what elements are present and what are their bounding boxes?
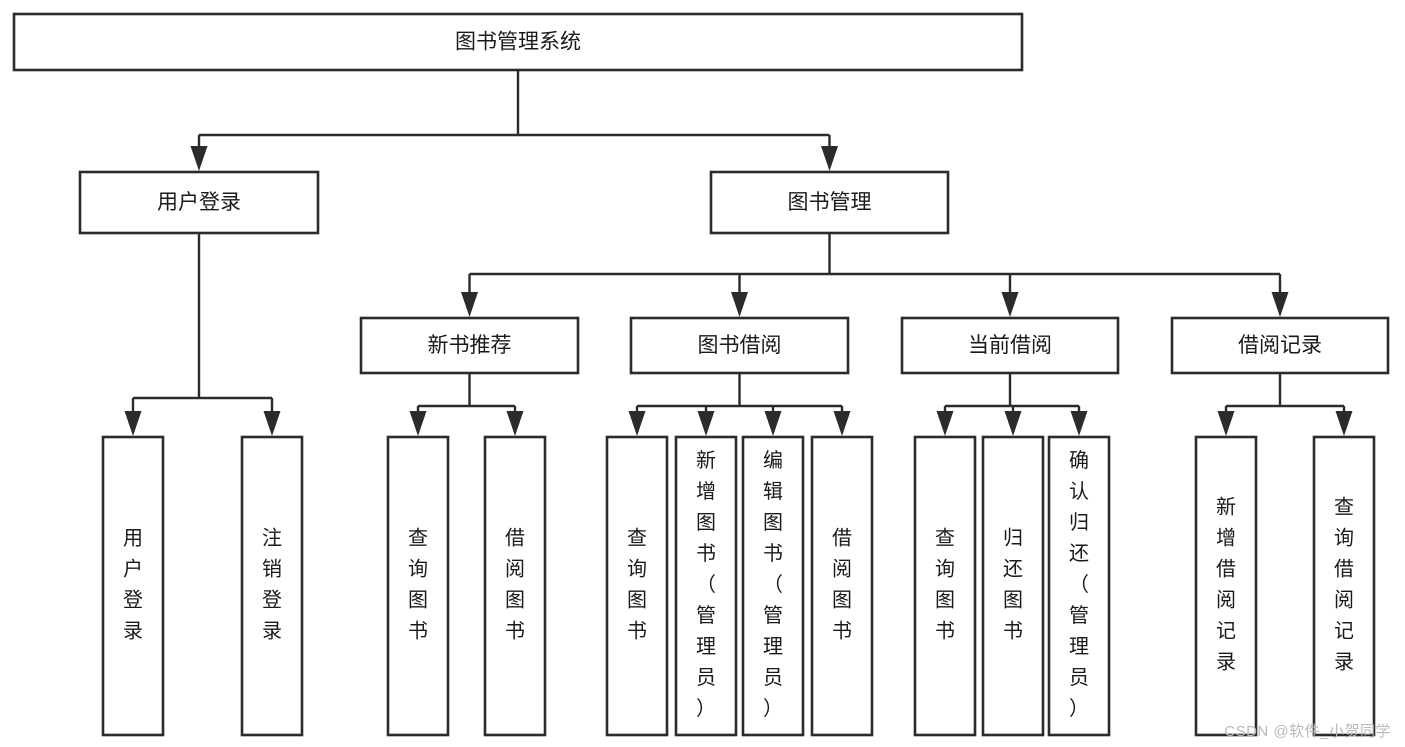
node-label: 图书借阅 — [698, 334, 782, 357]
arrow-head-icon — [124, 411, 142, 436]
arrow-head-icon — [263, 411, 281, 436]
node-box — [1312, 435, 1376, 737]
node-borrow-record[interactable]: 借阅记录 — [1170, 316, 1390, 375]
node-box — [981, 435, 1045, 737]
node-label: 归还图书 — [1003, 527, 1023, 643]
node-box — [709, 170, 950, 235]
arrow-head-icon — [731, 292, 748, 317]
connector-group — [409, 373, 524, 436]
node-leaf-rec-add-record[interactable]: 新增借阅记录 — [1194, 435, 1258, 737]
node-label: 新增图书（管理员） — [696, 449, 716, 720]
arrow-head-icon — [764, 411, 782, 436]
arrow-head-icon — [1335, 411, 1353, 436]
node-label: 借阅记录 — [1238, 334, 1322, 357]
edges-layer — [124, 70, 1353, 436]
node-leaf-logout[interactable]: 注销登录 — [240, 435, 304, 737]
node-leaf-cur-confirm-return[interactable]: 确认归还（管理员） — [1047, 435, 1111, 737]
node-box — [359, 316, 580, 375]
connector-group — [190, 70, 838, 171]
connector-group — [1217, 373, 1353, 436]
connector-group — [461, 233, 1289, 317]
node-leaf-rec-query-book[interactable]: 查询图书 — [386, 435, 450, 737]
csdn-watermark: CSDN @软件_小贺同学 — [1224, 723, 1391, 740]
node-label: 当前借阅 — [968, 334, 1052, 357]
node-current-borrow[interactable]: 当前借阅 — [900, 316, 1120, 375]
connector-group — [936, 373, 1088, 436]
arrow-head-icon — [409, 411, 427, 436]
node-leaf-borrow-add-book[interactable]: 新增图书（管理员） — [674, 435, 738, 737]
node-label: 编辑图书（管理员） — [763, 449, 783, 720]
node-box — [741, 435, 805, 737]
node-box — [483, 435, 547, 737]
connector-group — [124, 233, 281, 436]
node-leaf-borrow-edit-book[interactable]: 编辑图书（管理员） — [741, 435, 805, 737]
node-leaf-borrow-query-book[interactable]: 查询图书 — [605, 435, 669, 737]
nodes-layer: 图书管理系统用户登录图书管理新书推荐图书借阅当前借阅借阅记录用户登录注销登录查询… — [12, 12, 1390, 737]
node-box — [1047, 435, 1111, 737]
node-label: 借阅图书 — [832, 527, 852, 643]
node-box — [386, 435, 450, 737]
node-box — [810, 435, 874, 737]
node-box — [913, 435, 977, 737]
node-box — [900, 316, 1120, 375]
node-label: 图书管理 — [788, 191, 872, 214]
arrow-head-icon — [833, 411, 851, 436]
node-label: 新增借阅记录 — [1216, 496, 1236, 674]
node-box — [78, 170, 320, 235]
node-box — [12, 12, 1024, 72]
node-leaf-borrow-borrow-book[interactable]: 借阅图书 — [810, 435, 874, 737]
node-label: 借阅图书 — [505, 527, 525, 643]
node-leaf-rec-query-record[interactable]: 查询借阅记录 — [1312, 435, 1376, 737]
node-box — [1170, 316, 1390, 375]
node-new-book-rec[interactable]: 新书推荐 — [359, 316, 580, 375]
node-box — [240, 435, 304, 737]
arrow-head-icon — [697, 411, 715, 436]
node-book-borrow[interactable]: 图书借阅 — [629, 316, 850, 375]
arrow-head-icon — [821, 146, 838, 171]
node-leaf-user-login[interactable]: 用户登录 — [101, 435, 165, 737]
connector-group — [628, 373, 851, 436]
node-label: 用户登录 — [157, 191, 241, 214]
node-box — [629, 316, 850, 375]
node-box — [1194, 435, 1258, 737]
node-label: 用户登录 — [123, 528, 143, 643]
node-user-login[interactable]: 用户登录 — [78, 170, 320, 235]
node-leaf-rec-borrow-book[interactable]: 借阅图书 — [483, 435, 547, 737]
node-leaf-cur-return-book[interactable]: 归还图书 — [981, 435, 1045, 737]
arrow-head-icon — [1001, 292, 1019, 317]
arrow-head-icon — [936, 411, 954, 436]
arrow-head-icon — [190, 146, 208, 171]
node-label: 注销登录 — [262, 527, 282, 643]
node-root[interactable]: 图书管理系统 — [12, 12, 1024, 72]
node-box — [674, 435, 738, 737]
node-label: 查询图书 — [935, 527, 955, 643]
node-leaf-cur-query-book[interactable]: 查询图书 — [913, 435, 977, 737]
arrow-head-icon — [1271, 292, 1289, 317]
node-box — [605, 435, 669, 737]
arrow-head-icon — [506, 411, 524, 436]
node-label: 查询图书 — [627, 527, 647, 643]
arrow-head-icon — [461, 292, 478, 317]
node-label: 确认归还（管理员） — [1069, 449, 1089, 720]
node-box — [101, 435, 165, 737]
node-label: 查询借阅记录 — [1334, 496, 1354, 674]
arrow-head-icon — [1217, 411, 1235, 436]
arrow-head-icon — [1004, 411, 1022, 436]
node-label: 查询图书 — [408, 527, 428, 643]
node-label: 新书推荐 — [428, 334, 512, 357]
node-book-manage[interactable]: 图书管理 — [709, 170, 950, 235]
arrow-head-icon — [1070, 411, 1088, 436]
arrow-head-icon — [628, 411, 646, 436]
node-label: 图书管理系统 — [455, 31, 581, 54]
